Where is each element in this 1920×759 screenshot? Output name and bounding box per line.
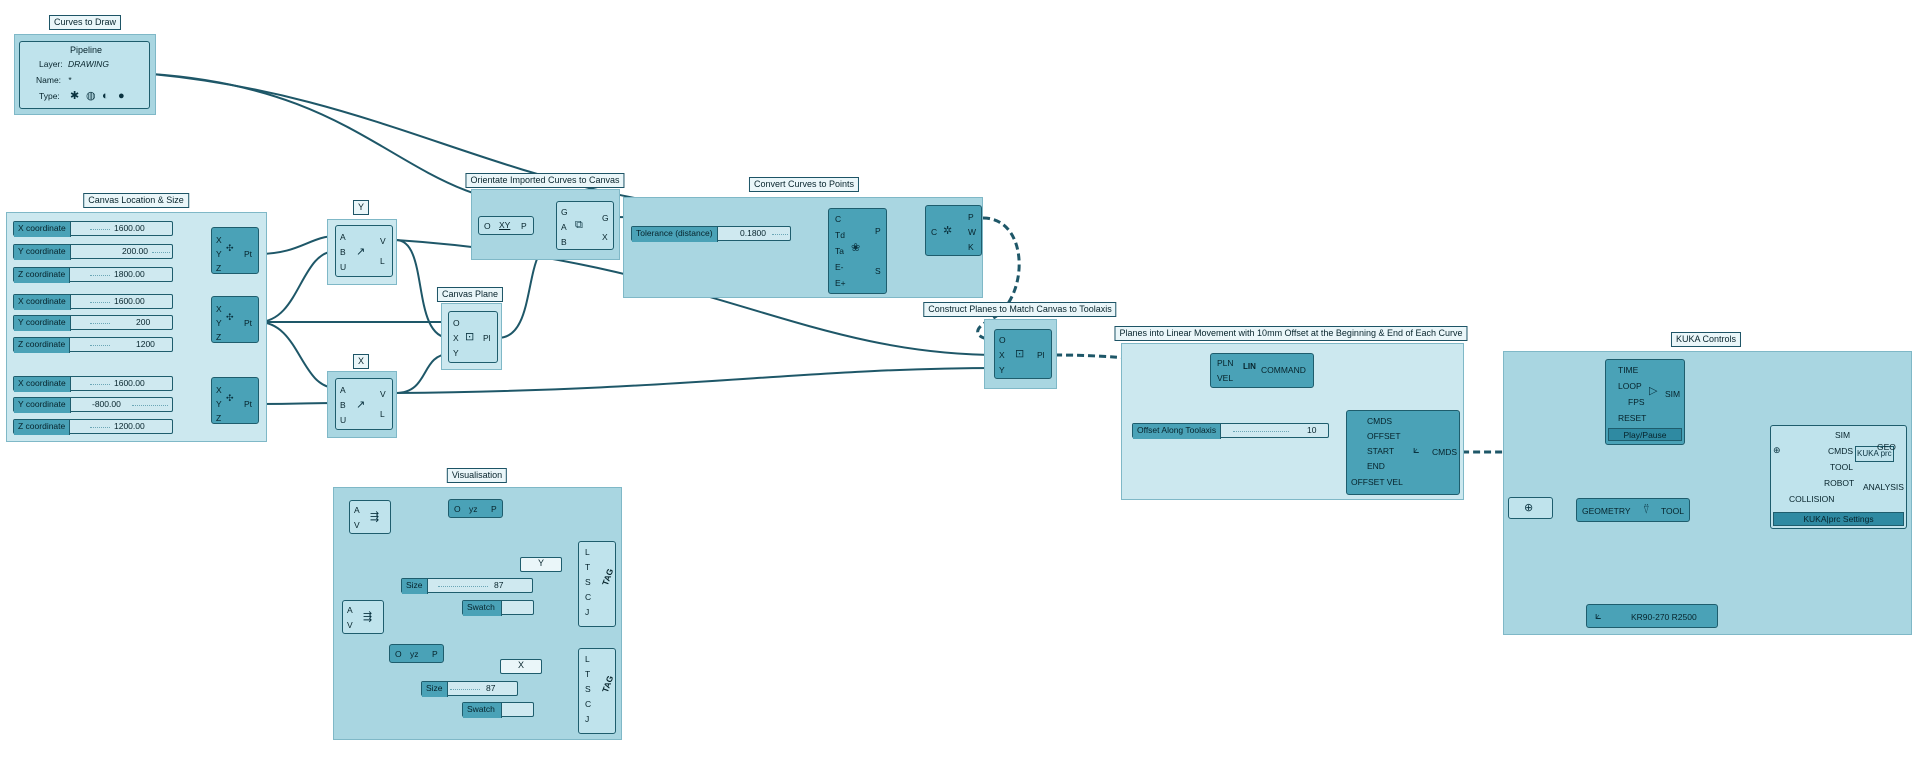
wire-vx-construct [395,367,1001,394]
linear-offset-component[interactable]: CMDS OFFSET START END OFFSET VEL ⟀ CMDS [1346,410,1460,495]
construct-point-2[interactable]: X Y Z ✣ Pt [211,296,259,343]
divide-curve-icon: ❀ [851,242,861,254]
tool-icon: ⍢ [1643,504,1650,516]
offset-toolaxis-slider[interactable]: Offset Along Toolaxis 10 [1132,423,1329,439]
pipeline-name-label: Name: [36,75,62,85]
vector-display-icon: ⇶ [363,611,373,623]
type-curve-icon[interactable]: ◍ [86,90,96,102]
pipeline-type-label: Type: [39,91,60,101]
text-tag-component-1[interactable]: L T S C J TAG [578,541,616,627]
group-label-x: X [352,354,370,369]
kuka-logo-icon: KUKA prc [1855,446,1894,462]
pipeline-layer-value: DRAWING [68,59,109,69]
slider-x-coordinate-2[interactable]: X coordinate 1600.00 [13,294,173,310]
pipeline-layer-label: Layer: [39,59,63,69]
slider-z-coordinate-2[interactable]: Z coordinate 1200 [13,337,173,353]
pipeline-component[interactable]: Pipeline Layer: DRAWING Name: * Type: ✱ … [19,41,150,109]
yz-plane-component-1[interactable]: O yz P [448,499,503,518]
type-mesh-icon[interactable]: ● [118,90,125,102]
kuka-settings-button[interactable]: KUKA|prc Settings [1773,512,1904,526]
plane-icon: ⊡ [465,331,475,343]
swatch-2[interactable]: Swatch [462,702,534,718]
robot-component[interactable]: ⟀ KR90-270 R2500 [1586,604,1718,628]
wire-pt2-x [257,321,337,389]
wire-pt3-x [257,402,337,405]
tag-icon: TAG [599,674,616,694]
pipeline-name-value: * [68,75,72,85]
geometry-param[interactable]: ⊕ [1508,497,1553,519]
yz-plane-component-2[interactable]: O yz P [389,644,444,663]
xyz-point-icon: ✣ [226,243,234,253]
kuka-core-component[interactable]: SIM CMDS ⊕ TOOL ROBOT COLLISION KUKA prc… [1770,425,1907,529]
slider-x-coordinate-1[interactable]: X coordinate 1600.00 [13,221,173,237]
construct-point-3[interactable]: X Y Z ✣ Pt [211,377,259,424]
robot-arm-icon: ⟀ [1413,444,1420,456]
orient-icon: ⧉ [575,219,583,231]
group-label-canvas-location: Canvas Location & Size [83,193,189,208]
vis-vector-display-2[interactable]: A V ⇶ [342,600,384,634]
group-label-kuka: KUKA Controls [1670,332,1742,347]
text-tag-component-2[interactable]: L T S C J TAG [578,648,616,734]
vector-arrow-icon: ↗ [356,399,366,411]
slider-y-coordinate-1[interactable]: Y coordinate 200.00 [13,244,173,260]
tag-icon: TAG [599,567,616,587]
panel-x[interactable]: X [500,659,542,674]
wire-pt1-y [257,235,337,255]
wire-pt2-y [257,250,337,323]
robot-icon: ⟀ [1595,610,1602,622]
xy-plane-label: XY [499,220,511,230]
construct-plane-toolaxis[interactable]: O X Y ⊡ Pl [994,329,1052,379]
vector-2pt-y[interactable]: A B U ↗ V L [335,225,393,277]
swatch-1[interactable]: Swatch [462,600,534,616]
group-label-curves-to-draw: Curves to Draw [48,15,122,30]
vis-vector-display-1[interactable]: A V ⇶ [349,500,391,534]
construct-plane-canvas[interactable]: O X Y ⊡ Pl [448,311,498,363]
gear-icon: ⊕ [1524,502,1534,514]
slider-z-coordinate-1[interactable]: Z coordinate 1800.00 [13,267,173,283]
tolerance-slider[interactable]: Tolerance (distance) 0.1800 [631,226,791,242]
lin-icon: LIN [1243,362,1256,371]
group-label-visualisation: Visualisation [446,468,508,483]
slider-y-coordinate-2[interactable]: Y coordinate 200 [13,315,173,331]
orient-component[interactable]: G A B ⧉ G X [556,201,614,250]
play-icon: ▷ [1649,385,1658,397]
linear-move-component[interactable]: PLN VEL LIN COMMAND [1210,353,1314,388]
size-slider-2[interactable]: Size 87 [421,681,518,697]
slider-y-coordinate-3[interactable]: Y coordinate -800.00 [13,397,173,413]
group-label-canvas-plane: Canvas Plane [436,287,504,302]
play-pause-button[interactable]: Play/Pause [1608,428,1682,441]
size-slider-1[interactable]: Size 87 [401,578,533,594]
group-label-planes-linear: Planes into Linear Movement with 10mm Of… [1114,326,1468,341]
group-label-y: Y [352,200,370,215]
timer-component[interactable]: TIME LOOP FPS RESET ▷ SIM Play/Pause [1605,359,1685,445]
group-label-construct: Construct Planes to Match Canvas to Tool… [923,302,1117,317]
construct-point-1[interactable]: X Y Z ✣ Pt [211,227,259,274]
deconstruct-plane-component[interactable]: C ✲ P W K [925,205,982,256]
group-label-convert: Convert Curves to Points [748,177,860,192]
tool-component[interactable]: GEOMETRY ⍢ TOOL [1576,498,1690,522]
panel-y[interactable]: Y [520,557,562,572]
divide-curve-component[interactable]: C Td Ta E- E+ ❀ P S [828,208,887,294]
type-surface-icon[interactable]: ◐ [102,90,109,102]
vector-arrow-icon: ↗ [356,246,366,258]
xyz-point-icon: ✣ [226,312,234,322]
pipeline-title: Pipeline [70,45,103,55]
vector-2pt-x[interactable]: A B U ↗ V L [335,378,393,430]
slider-x-coordinate-3[interactable]: X coordinate 1600.00 [13,376,173,392]
vector-display-icon: ⇶ [370,511,380,523]
group-label-orientate: Orientate Imported Curves to Canvas [465,173,625,188]
plane-icon: ⊡ [1015,348,1025,360]
slider-z-coordinate-3[interactable]: Z coordinate 1200.00 [13,419,173,435]
network-icon: ✲ [943,225,953,237]
collapse-icon[interactable]: ⊕ [1773,445,1781,455]
type-point-icon[interactable]: ✱ [70,90,80,102]
group-convert[interactable] [623,197,983,298]
xy-plane-component[interactable]: O XY P [478,216,534,235]
xyz-point-icon: ✣ [226,393,234,403]
